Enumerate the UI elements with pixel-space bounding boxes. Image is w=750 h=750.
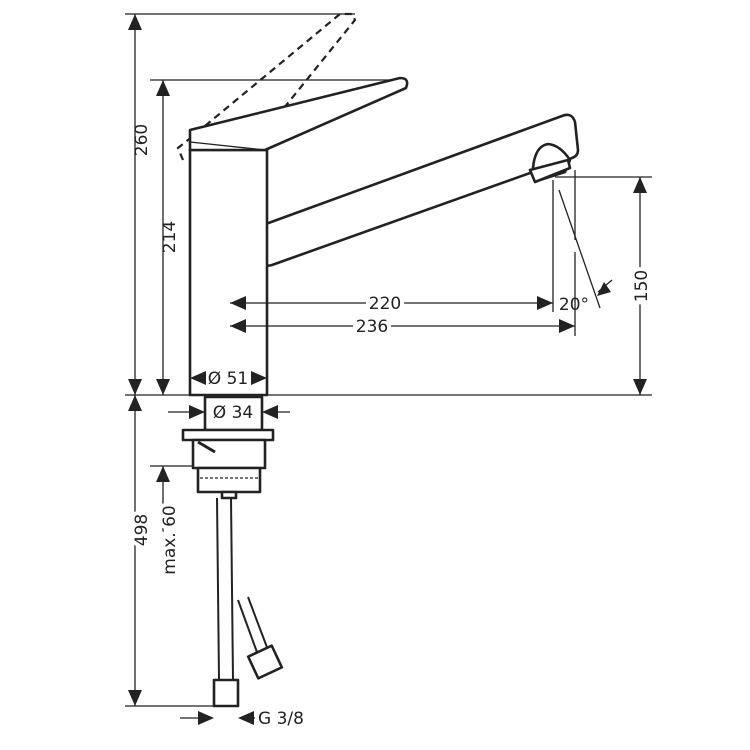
dim-connection-thread: G 3/8	[258, 709, 304, 729]
handle-alt-position	[176, 12, 357, 161]
dim-spout-height: 150	[632, 270, 652, 302]
dim-body-diameter: Ø 51	[208, 369, 248, 389]
dim-max-counter: max. 60	[160, 505, 180, 574]
dim-spout-reach: 220	[369, 294, 401, 314]
dimension-arrows	[128, 14, 647, 725]
dim-total-height: 260	[132, 124, 152, 156]
dim-spout-length: 236	[356, 317, 388, 337]
dim-handle-height: 214	[160, 221, 180, 253]
faucet-body	[188, 76, 580, 397]
dim-shank-diameter: Ø 34	[213, 403, 253, 423]
mounting-parts	[181, 395, 275, 500]
dim-hose-length: 498	[132, 514, 152, 546]
dim-spout-angle: 20°	[559, 295, 589, 315]
hoses	[212, 497, 284, 708]
